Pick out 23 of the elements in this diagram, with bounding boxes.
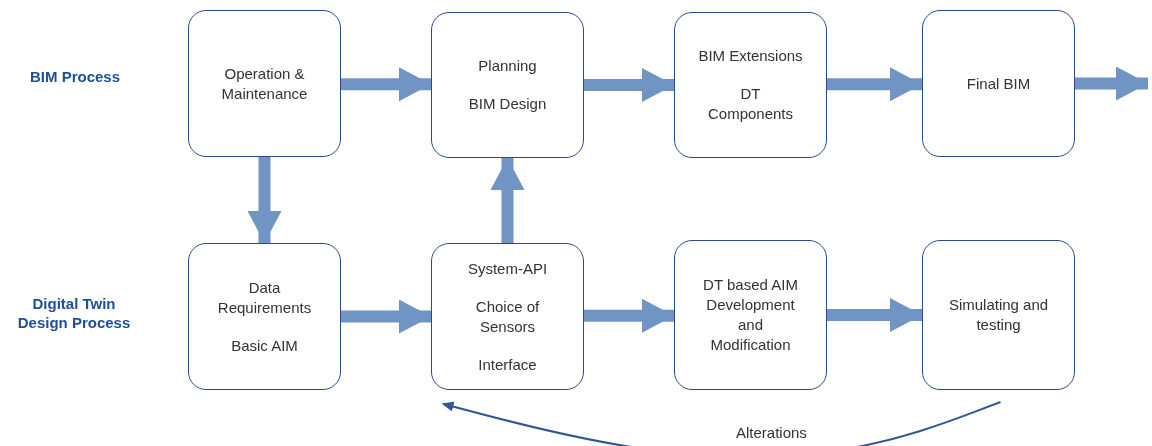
box-text: Basic AIM [231, 335, 298, 356]
box-text: Operation & Maintenance [220, 63, 309, 104]
process-box [922, 240, 1075, 390]
box-text: Final BIM [966, 73, 1031, 94]
box-text: DT based AIM Development and Modification [702, 275, 799, 355]
process-box [674, 240, 827, 390]
row-label: BIM Process [28, 67, 121, 86]
box-text: DT Components [706, 84, 795, 124]
process-box [922, 10, 1075, 157]
box-text: Simulating and testing [947, 295, 1050, 335]
box-text: BIM Design [468, 94, 547, 114]
process-box [431, 12, 584, 158]
box-text: Choice of Sensors [474, 296, 541, 337]
process-box [188, 10, 341, 157]
box-text: BIM Extensions [698, 46, 803, 66]
process-box [188, 243, 341, 390]
process-box [674, 12, 827, 158]
process-box [431, 243, 584, 390]
box-text: Planning [478, 56, 537, 76]
box-text: Interface [478, 354, 537, 375]
box-text: Data Requirements [216, 277, 313, 318]
box-text: System-API [467, 258, 548, 279]
row-label: Digital Twin Design Process [16, 294, 132, 332]
